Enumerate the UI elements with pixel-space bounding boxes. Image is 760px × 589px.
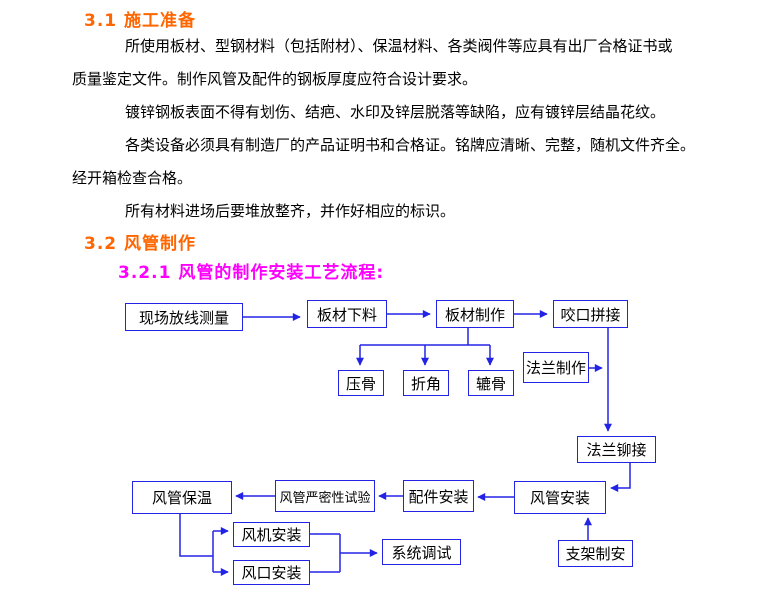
flow-node-duct-installation: 风管安装 (514, 481, 606, 514)
flow-node-corner-folding: 折角 (403, 370, 449, 396)
flow-node-rib-rolling: 辘骨 (468, 370, 514, 396)
flow-node-sheet-fabrication: 板材制作 (436, 300, 514, 328)
paragraph-line: 质量鉴定文件。制作风管及配件的钢板厚度应符合设计要求。 (72, 70, 478, 88)
flow-node-site-survey: 现场放线测量 (125, 303, 243, 331)
flow-node-fan-installation: 风机安装 (233, 522, 310, 547)
flow-node-fittings-installation: 配件安装 (403, 480, 474, 512)
flow-node-duct-insulation: 风管保温 (132, 481, 232, 514)
paragraph-line: 所有材料进场后要堆放整齐，并作好相应的标识。 (125, 202, 456, 220)
subsection-heading-3-2-1: 3.2.1 风管的制作安装工艺流程: (118, 263, 385, 283)
paragraph-line: 镀锌钢板表面不得有划伤、结疤、水印及锌层脱落等缺陷，应有镀锌层结晶花纹。 (125, 103, 666, 121)
section-heading-3-2: 3.2 风管制作 (84, 234, 197, 254)
flow-node-air-outlet-installation: 风口安装 (233, 560, 310, 585)
flow-node-flange-riveting: 法兰铆接 (577, 436, 656, 463)
flow-node-system-commissioning: 系统调试 (382, 539, 461, 565)
body-text: 所使用板材、型钢材料（包括附材）、保温材料、各类阀件等应具有出厂合格证书或 质量… (72, 30, 700, 228)
section-heading-3-1: 3.1 施工准备 (84, 11, 197, 31)
paragraph-line: 所使用板材、型钢材料（包括附材）、保温材料、各类阀件等应具有出厂合格证书或 (125, 37, 673, 55)
paragraph-line: 经开箱检查合格。 (72, 169, 193, 187)
flow-node-support-fabrication: 支架制安 (558, 540, 633, 567)
flow-node-leak-test: 风管严密性试验 (275, 480, 375, 512)
flow-node-seam-joining: 咬口拼接 (553, 300, 628, 328)
paragraph-line: 各类设备必须具有制造厂的产品证明书和合格证。铭牌应清晰、完整，随机文件齐全。 (125, 136, 696, 154)
flow-node-sheet-cutting: 板材下料 (307, 300, 387, 328)
flow-node-flange-fabrication: 法兰制作 (523, 352, 589, 383)
flow-node-rib-pressing: 压骨 (338, 370, 384, 396)
